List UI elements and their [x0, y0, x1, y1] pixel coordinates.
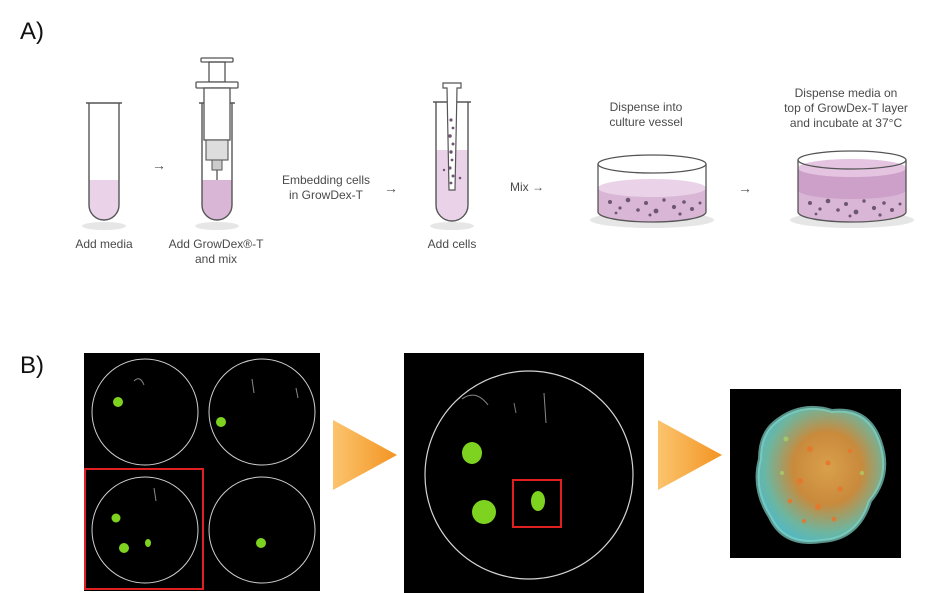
- spheroid-closeup-drawing: [730, 389, 901, 558]
- add-cells-caption: Add cells: [412, 237, 492, 252]
- dispense-media-line2: top of GrowDex-T layer: [776, 101, 916, 116]
- dispense-media-caption: Dispense media on top of GrowDex-T layer…: [776, 86, 916, 131]
- zoomed-well-image: [404, 353, 644, 593]
- selected-well-highlight: [84, 468, 204, 590]
- embedding-caption: Embedding cells in GrowDex-T: [278, 173, 374, 203]
- panel-b-label: B): [20, 352, 44, 380]
- add-media-caption: Add media: [64, 237, 144, 252]
- selected-spheroid-highlight: [512, 479, 562, 528]
- flow-arrow-1: →: [152, 157, 166, 173]
- dispense-line1: Dispense into: [596, 100, 696, 115]
- culture-vessel-icon: [590, 150, 714, 230]
- zoomed-well-drawing: [404, 353, 644, 593]
- media-tube-icon: [84, 100, 124, 230]
- flow-arrow-3: →: [738, 180, 752, 196]
- add-growdex-line2: and mix: [160, 252, 272, 267]
- panel-a-label: A): [20, 18, 44, 46]
- mix-label: Mix: [510, 180, 529, 194]
- cells-tube-icon: [430, 80, 474, 230]
- orange-play-arrow-1-icon: [333, 420, 397, 490]
- incubation-dish-icon: [790, 150, 914, 230]
- dispense-caption: Dispense into culture vessel: [596, 100, 696, 130]
- syringe-tube-icon: [192, 58, 242, 230]
- spheroid-closeup-image: [730, 389, 901, 558]
- flow-arrow-2: →: [384, 180, 398, 196]
- embedding-line2: in GrowDex-T: [278, 188, 374, 203]
- dispense-media-line1: Dispense media on: [776, 86, 916, 101]
- embedding-line1: Embedding cells: [278, 173, 374, 188]
- mix-arrow: →: [532, 180, 544, 194]
- dispense-media-line3: and incubate at 37°C: [776, 116, 916, 131]
- add-growdex-caption: Add GrowDex®-T and mix: [160, 237, 272, 267]
- add-growdex-line1: Add GrowDex®-T: [160, 237, 272, 252]
- orange-play-arrow-2-icon: [658, 420, 722, 490]
- dispense-line2: culture vessel: [596, 115, 696, 130]
- mix-caption: Mix →: [510, 180, 556, 195]
